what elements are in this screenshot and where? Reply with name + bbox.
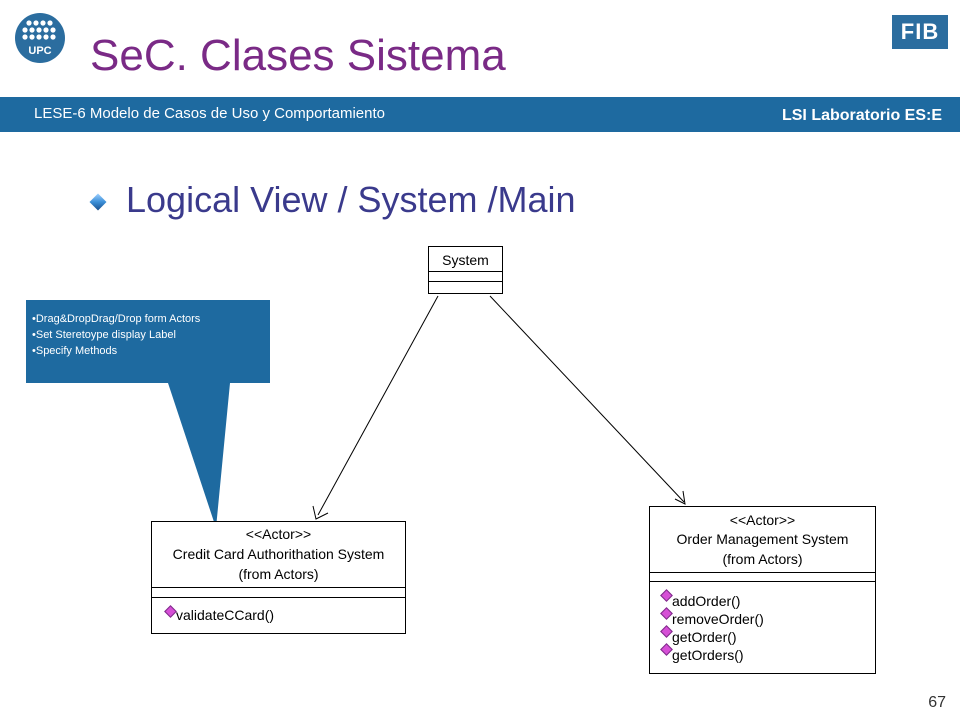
- generalization-line-order: [489, 295, 685, 503]
- class-divider: [152, 587, 405, 588]
- fib-badge: FIB: [892, 15, 948, 49]
- class-divider: [650, 572, 875, 573]
- public-method-icon: [660, 607, 673, 620]
- generalization-line-credit: [317, 295, 439, 516]
- class-name: Order Management System: [676, 531, 849, 547]
- class-stereotype: <<Actor>>: [245, 526, 312, 542]
- operation: addOrder(): [672, 593, 741, 609]
- operation: validateCCard(): [176, 607, 275, 623]
- operation: removeOrder(): [672, 611, 764, 627]
- system-class-name: System: [442, 252, 489, 268]
- class-divider: [650, 581, 875, 582]
- callout-note: •Specify Methods: [32, 345, 118, 357]
- order-management-class[interactable]: <<Actor>> Order Management System (from …: [649, 506, 876, 674]
- arrowhead-order: [674, 490, 686, 505]
- credit-card-class[interactable]: <<Actor>> Credit Card Authorithation Sys…: [151, 521, 406, 634]
- callout-note: •Set Steretoype display Label: [32, 329, 176, 341]
- class-divider: [429, 281, 502, 282]
- header-band: [0, 97, 960, 132]
- class-package: (from Actors): [722, 551, 803, 567]
- class-stereotype: <<Actor>>: [729, 512, 796, 528]
- public-method-icon: [164, 605, 177, 618]
- callout-note: •Drag&DropDrag/Drop form Actors: [32, 313, 201, 325]
- section-heading: Logical View / System /Main: [126, 179, 576, 220]
- public-method-icon: [660, 643, 673, 656]
- operation: getOrder(): [672, 629, 737, 645]
- course-label: LESE-6 Modelo de Casos de Uso y Comporta…: [34, 105, 386, 122]
- class-package: (from Actors): [238, 566, 319, 582]
- upc-logo-text: UPC: [28, 45, 51, 57]
- arrowhead-credit: [312, 505, 329, 520]
- callout-notes: •Drag&DropDrag/Drop form Actors •Set Ste…: [32, 311, 268, 359]
- system-class[interactable]: System: [428, 246, 503, 294]
- page-number: 67: [928, 694, 946, 711]
- class-name: Credit Card Authorithation System: [172, 546, 385, 562]
- slide-title: SeC. Clases Sistema: [90, 31, 506, 80]
- public-method-icon: [660, 589, 673, 602]
- class-divider: [429, 271, 502, 272]
- public-method-icon: [660, 625, 673, 638]
- upc-logo: UPC: [14, 12, 70, 64]
- operation: getOrders(): [672, 647, 744, 663]
- class-divider: [152, 597, 405, 598]
- lab-label: LSI Laboratorio ES:E: [781, 107, 942, 124]
